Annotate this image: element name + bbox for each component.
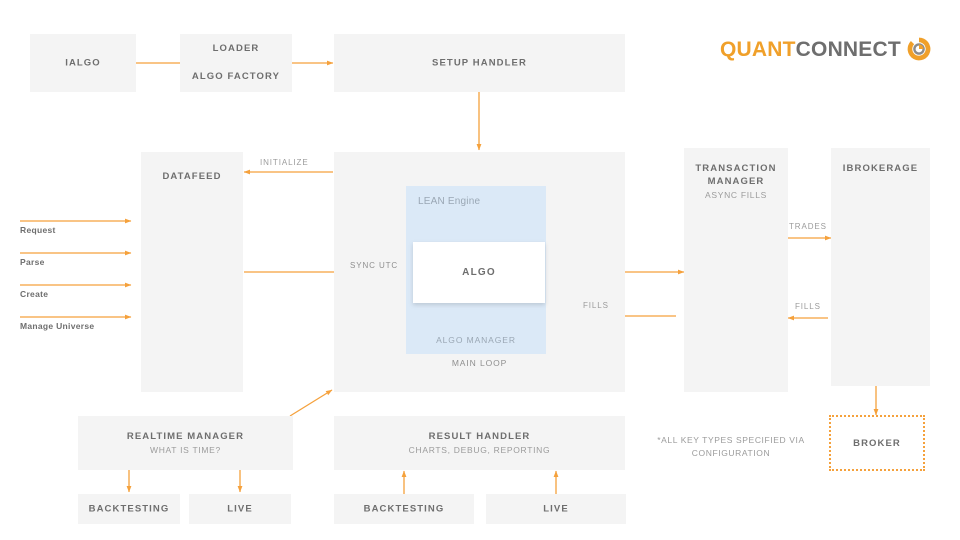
quantconnect-logo: QUANTCONNECT xyxy=(720,36,932,62)
box-realtime-manager[interactable]: REALTIME MANAGER WHAT IS TIME? xyxy=(78,416,293,470)
box-result-live-title: LIVE xyxy=(543,503,569,515)
label-initialize: INITIALIZE xyxy=(260,158,309,167)
logo-quant-text: QUANT xyxy=(720,37,796,61)
quantconnect-swirl-icon xyxy=(907,37,931,61)
box-broker[interactable]: BROKER xyxy=(829,415,925,471)
side-label-parse: Parse xyxy=(20,257,45,267)
box-result-live[interactable]: LIVE xyxy=(486,494,626,524)
box-result-handler-title: RESULT HANDLER xyxy=(428,431,531,442)
box-result-handler[interactable]: RESULT HANDLER CHARTS, DEBUG, REPORTING xyxy=(334,416,625,470)
box-transaction-manager-subtitle: ASYNC FILLS xyxy=(704,190,768,200)
algo-manager-label: ALGO MANAGER xyxy=(436,335,516,345)
box-algo-factory-title: ALGO FACTORY xyxy=(191,71,281,82)
box-ialgo-title: IALGO xyxy=(65,57,101,69)
side-label-manage-universe: Manage Universe xyxy=(20,321,95,331)
box-ibrokerage[interactable]: IBROKERAGE xyxy=(831,148,930,386)
box-ialgo[interactable]: IALGO xyxy=(30,34,136,92)
box-transaction-manager[interactable]: TRANSACTION MANAGER ASYNC FILLS xyxy=(684,148,788,392)
arrow-realtime-to-mainloop xyxy=(289,389,333,417)
box-loader-algo-factory[interactable]: LOADER ALGO FACTORY xyxy=(180,34,292,92)
box-realtime-manager-subtitle: WHAT IS TIME? xyxy=(150,445,221,455)
side-label-request: Request xyxy=(20,225,56,235)
box-result-handler-subtitle: CHARTS, DEBUG, REPORTING xyxy=(408,445,551,455)
box-result-backtesting-title: BACKTESTING xyxy=(363,503,445,515)
box-algo-title: ALGO xyxy=(462,267,496,278)
label-fills-brokerage: FILLS xyxy=(795,302,821,311)
side-label-create: Create xyxy=(20,289,49,299)
box-loader-title: LOADER xyxy=(212,43,260,54)
side-input-arrows xyxy=(20,218,132,320)
box-realtime-manager-title: REALTIME MANAGER xyxy=(126,431,245,442)
box-realtime-live-title: LIVE xyxy=(227,503,253,515)
label-sync-utc-text: SYNC UTC xyxy=(350,261,399,270)
box-ibrokerage-title: IBROKERAGE xyxy=(842,163,919,174)
box-realtime-backtesting[interactable]: BACKTESTING xyxy=(78,494,180,524)
box-transaction-manager-title: TRANSACTION MANAGER xyxy=(695,163,777,187)
box-setup-handler-title: SETUP HANDLER xyxy=(432,57,527,69)
logo-wordmark: QUANTCONNECT xyxy=(720,39,901,60)
box-result-backtesting[interactable]: BACKTESTING xyxy=(334,494,474,524)
box-realtime-backtesting-title: BACKTESTING xyxy=(88,503,170,515)
footnote-key-types: *ALL KEY TYPES SPECIFIED VIA CONFIGURATI… xyxy=(657,435,805,458)
label-fills-center: FILLS xyxy=(583,301,609,310)
box-datafeed-title: DATAFEED xyxy=(162,171,222,182)
lean-engine-title: LEAN Engine xyxy=(418,196,481,207)
box-broker-title: BROKER xyxy=(853,437,901,449)
label-sync-utc: SYNC UTC xyxy=(350,261,398,270)
label-trades: TRADES xyxy=(789,222,827,231)
main-loop-label: MAIN LOOP xyxy=(451,358,508,368)
box-setup-handler[interactable]: SETUP HANDLER xyxy=(334,34,625,92)
box-algo[interactable]: ALGO xyxy=(413,242,545,303)
box-datafeed[interactable]: DATAFEED xyxy=(141,152,243,392)
box-realtime-live[interactable]: LIVE xyxy=(189,494,291,524)
logo-connect-text: CONNECT xyxy=(795,37,901,61)
